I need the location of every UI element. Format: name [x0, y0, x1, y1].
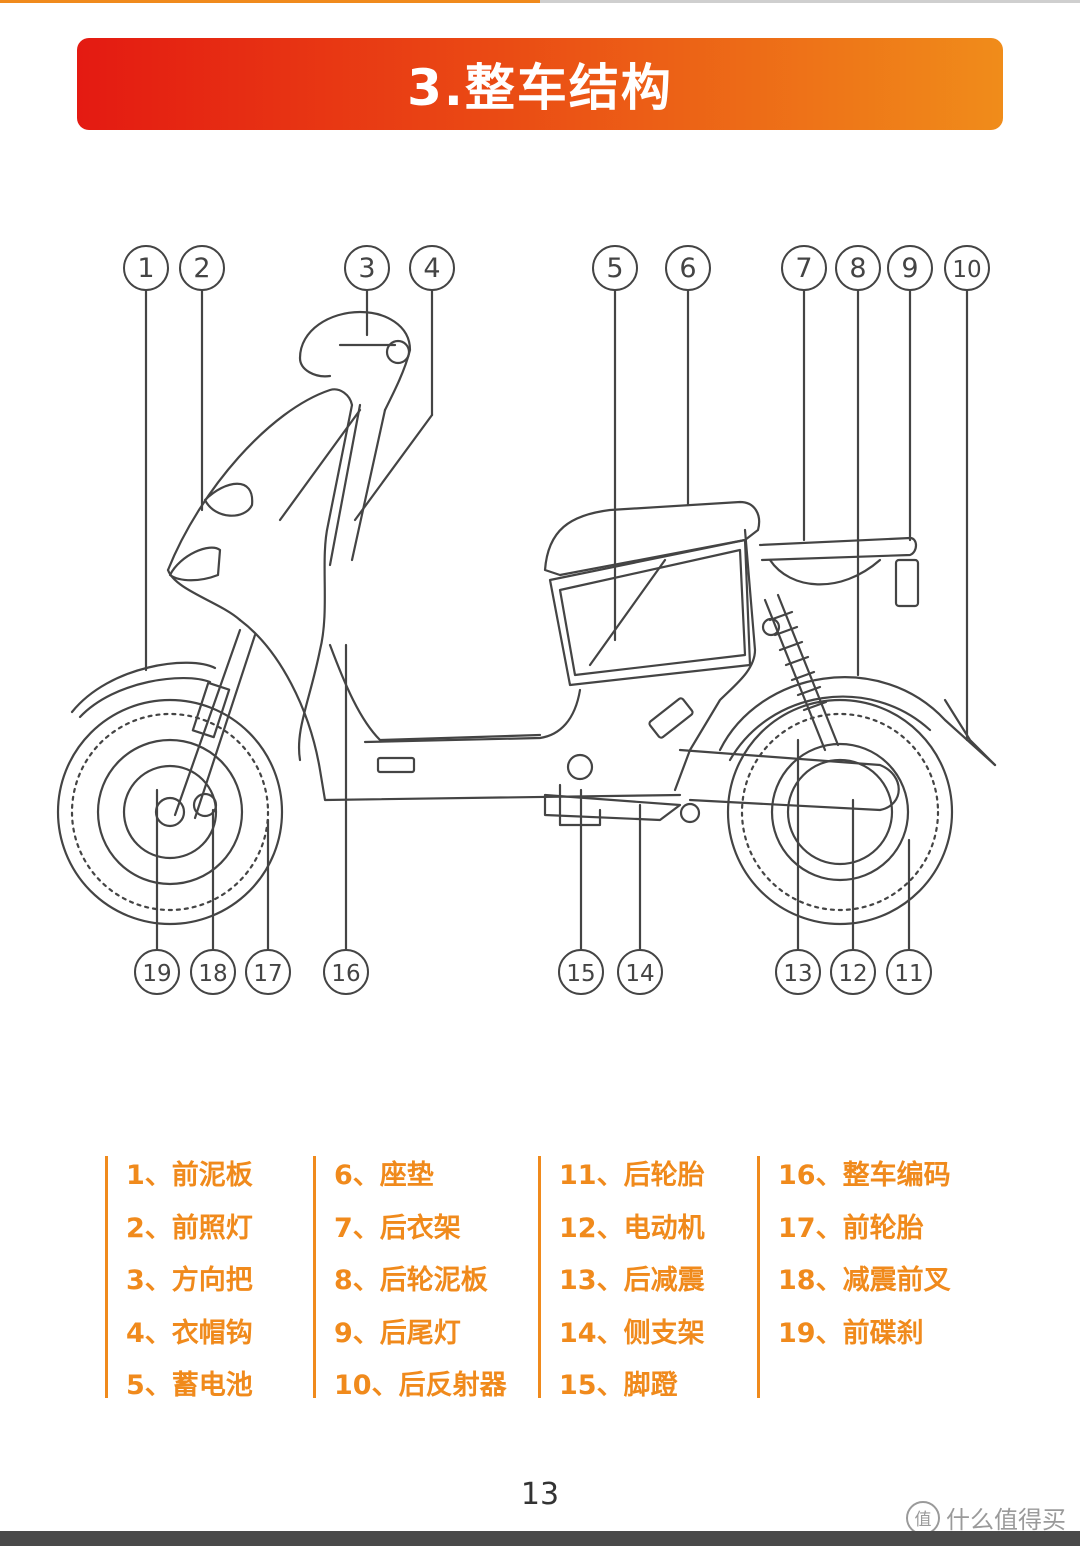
front-wheel [56, 698, 284, 926]
legend-item: 12、电动机 [559, 1212, 705, 1244]
svg-text:7: 7 [795, 253, 812, 284]
callout-4: 4 [409, 245, 455, 291]
value-icon: 值 [906, 1500, 940, 1535]
legend-item: 2、前照灯 [126, 1212, 253, 1244]
svg-text:15: 15 [566, 961, 595, 987]
callout-1: 1 [123, 245, 169, 291]
legend-item: 7、后衣架 [334, 1212, 461, 1244]
callout-10: 10 [944, 245, 990, 291]
title-banner: 3.整车结构 [77, 38, 1003, 130]
scooter-diagram: 1 2 3 4 5 6 7 8 9 10 19 18 17 16 15 14 1… [56, 245, 997, 995]
legend-item: 3、方向把 [126, 1265, 253, 1296]
watermark: 值 什么值得买 [906, 1500, 1066, 1535]
legend-item: 6、座垫 [334, 1160, 434, 1191]
svg-text:4: 4 [423, 253, 440, 284]
callout-5: 5 [592, 245, 638, 291]
legend-item: 4、衣帽钩 [126, 1317, 253, 1349]
callout-9: 9 [887, 245, 933, 291]
callouts-bottom: 19 18 17 16 15 14 13 12 11 [134, 949, 932, 995]
legend-column-4: 16、整车编码 17、前轮胎 18、减震前叉 19、前碟刹 [757, 1156, 951, 1398]
callout-17: 17 [245, 949, 291, 995]
callout-8: 8 [835, 245, 881, 291]
callout-6: 6 [665, 245, 711, 291]
bottom-bar [0, 1531, 1080, 1546]
legend-item: 15、脚蹬 [559, 1370, 678, 1401]
legend-column-2: 6、座垫 7、后衣架 8、后轮泥板 9、后尾灯 10、后反射器 [313, 1156, 507, 1401]
legend-item: 19、前碟刹 [778, 1317, 924, 1349]
callout-13: 13 [775, 949, 821, 995]
callout-7: 7 [781, 245, 827, 291]
parts-legend: 1、前泥板 2、前照灯 3、方向把 4、衣帽钩 5、蓄电池 6、座垫 7、后衣架… [105, 1156, 1005, 1401]
rear-wheel [726, 698, 954, 926]
callout-2: 2 [179, 245, 225, 291]
svg-text:5: 5 [606, 253, 623, 284]
legend-item: 18、减震前叉 [778, 1265, 951, 1296]
watermark-text: 什么值得买 [946, 1506, 1066, 1534]
leader-lines-top [144, 288, 969, 742]
svg-text:3: 3 [358, 253, 375, 284]
svg-text:8: 8 [849, 253, 866, 284]
legend-item: 5、蓄电池 [126, 1370, 253, 1401]
svg-text:18: 18 [198, 961, 227, 987]
svg-text:17: 17 [253, 961, 282, 987]
svg-text:10: 10 [952, 257, 981, 283]
legend-item: 17、前轮胎 [778, 1212, 924, 1244]
svg-text:9: 9 [901, 253, 918, 284]
callout-15: 15 [558, 949, 604, 995]
legend-item: 16、整车编码 [778, 1160, 951, 1191]
legend-item: 14、侧支架 [559, 1317, 705, 1349]
callout-12: 12 [830, 949, 876, 995]
callout-18: 18 [190, 949, 236, 995]
callout-11: 11 [886, 949, 932, 995]
legend-column-3: 11、后轮胎 12、电动机 13、后减震 14、侧支架 15、脚蹬 [538, 1156, 705, 1401]
page-title: 3.整车结构 [407, 59, 673, 117]
svg-text:13: 13 [783, 961, 812, 987]
svg-text:16: 16 [331, 961, 360, 987]
legend-item: 9、后尾灯 [334, 1317, 461, 1349]
legend-item: 11、后轮胎 [559, 1160, 705, 1191]
svg-text:12: 12 [838, 961, 867, 987]
svg-text:1: 1 [137, 253, 154, 284]
callout-19: 19 [134, 949, 180, 995]
top-rule [0, 0, 540, 3]
legend-item: 1、前泥板 [126, 1160, 253, 1191]
svg-text:6: 6 [679, 253, 696, 284]
callout-16: 16 [323, 949, 369, 995]
callout-14: 14 [617, 949, 663, 995]
svg-text:2: 2 [193, 253, 210, 284]
svg-text:14: 14 [625, 961, 654, 987]
legend-item: 13、后减震 [559, 1265, 705, 1296]
callout-3: 3 [344, 245, 390, 291]
callouts-top: 1 2 3 4 5 6 7 8 9 10 [123, 245, 990, 291]
svg-text:11: 11 [894, 961, 923, 987]
legend-item: 10、后反射器 [334, 1370, 507, 1401]
legend-item: 8、后轮泥板 [334, 1265, 488, 1296]
top-rule-gray [540, 0, 1080, 3]
legend-column-1: 1、前泥板 2、前照灯 3、方向把 4、衣帽钩 5、蓄电池 [105, 1156, 253, 1401]
page-number: 13 [520, 1477, 560, 1512]
svg-text:19: 19 [142, 961, 171, 987]
